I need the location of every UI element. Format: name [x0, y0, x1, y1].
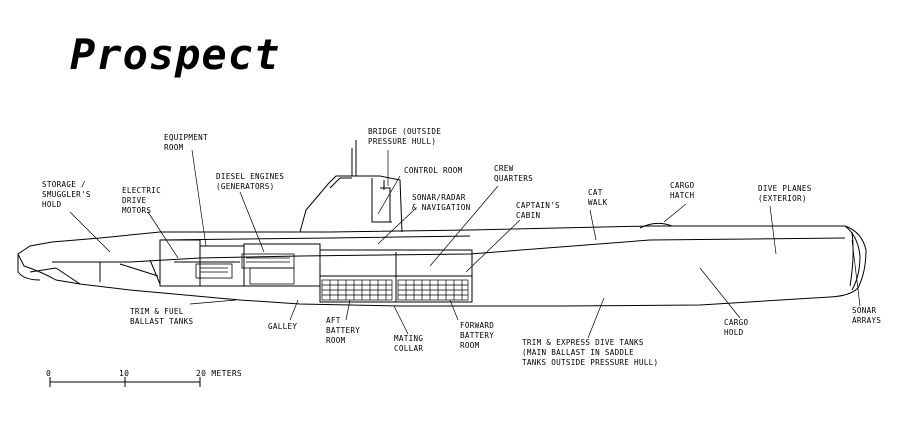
- label-electric-drive-motors: ELECTRIC DRIVE MOTORS: [122, 186, 161, 215]
- label-bridge: BRIDGE (OUTSIDE PRESSURE HULL): [368, 127, 442, 146]
- scale-tick-20: 20 METERS: [196, 369, 243, 378]
- label-sonar-arrays: SONAR ARRAYS: [852, 306, 882, 325]
- label-storage-hold: STORAGE / SMUGGLER'S HOLD: [42, 180, 91, 209]
- label-sonar-radar-navigation: SONAR/RADAR & NAVIGATION: [412, 193, 471, 212]
- label-galley: GALLEY: [268, 322, 298, 331]
- sail-outline: [299, 175, 403, 233]
- label-control-room: CONTROL ROOM: [404, 166, 463, 175]
- label-captains-cabin: CAPTAIN'S CABIN: [516, 201, 560, 220]
- label-mating-collar: MATING COLLAR: [394, 334, 424, 353]
- label-equipment-room: EQUIPMENT ROOM: [164, 133, 208, 152]
- label-cargo-hatch: CARGO HATCH: [670, 181, 695, 200]
- label-dive-planes: DIVE PLANES (EXTERIOR): [758, 184, 812, 203]
- hull-outline: [17, 225, 867, 307]
- diagram-title: Prospect: [70, 30, 281, 79]
- label-diesel-engines: DIESEL ENGINES (GENERATORS): [216, 172, 285, 191]
- label-aft-battery-room: AFT BATTERY ROOM: [326, 316, 361, 345]
- label-crew-quarters: CREW QUARTERS: [494, 164, 533, 183]
- scale-tick-10: 10: [119, 369, 130, 378]
- scale-bar: [49, 377, 201, 387]
- scale-tick-0: 0: [46, 369, 52, 378]
- label-cat-walk: CAT WALK: [588, 188, 608, 207]
- label-trim-fuel-ballast: TRIM & FUEL BALLAST TANKS: [130, 307, 194, 326]
- label-forward-battery-room: FORWARD BATTERY ROOM: [460, 321, 495, 350]
- label-trim-express-dive-tanks: TRIM & EXPRESS DIVE TANKS (MAIN BALLAST …: [522, 338, 659, 367]
- label-cargo-hold: CARGO HOLD: [724, 318, 749, 337]
